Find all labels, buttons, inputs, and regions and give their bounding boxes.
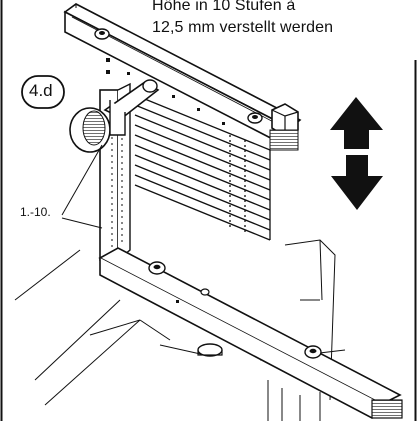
steps-label: 1.-10. xyxy=(20,205,51,219)
adjust-knob xyxy=(69,79,160,153)
height-steps xyxy=(134,94,271,241)
background-sketch xyxy=(14,239,346,421)
caption-line-2: 12,5 mm verstellt werden xyxy=(152,19,334,36)
bottom-rail xyxy=(98,247,403,420)
arrow-up-icon xyxy=(330,97,383,149)
left-post xyxy=(99,58,131,261)
step-badge-label: 4.d xyxy=(29,81,53,100)
rail-end-cap xyxy=(269,103,299,151)
step-badge xyxy=(21,75,65,109)
arrow-down-icon xyxy=(331,155,383,210)
caption-line-1: Höhe in 10 Stufen à xyxy=(152,0,296,14)
steps-pointer xyxy=(61,144,103,229)
